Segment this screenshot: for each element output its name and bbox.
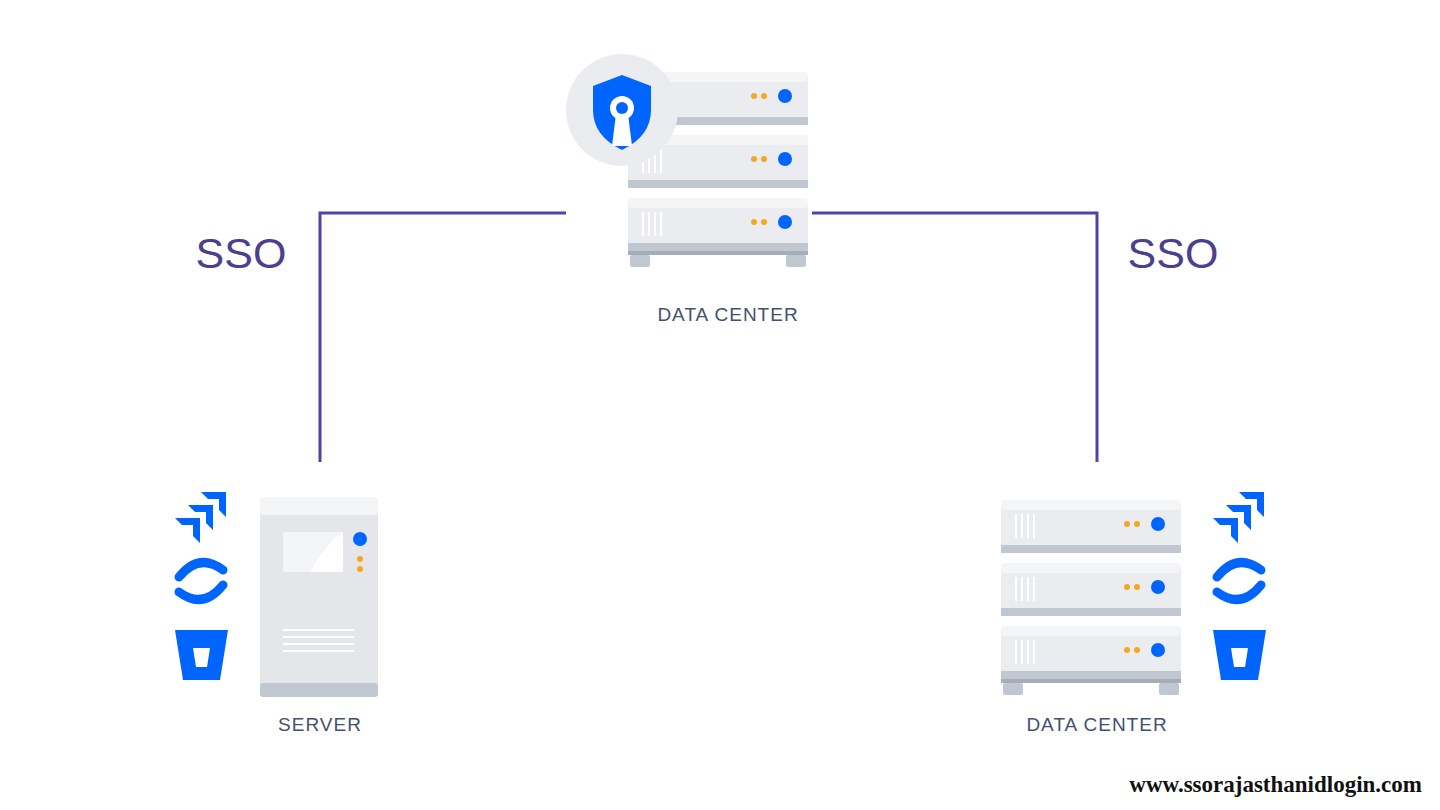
- sso-connector: [320, 213, 566, 462]
- edge-label: SSO: [1128, 229, 1219, 278]
- node-caption: DATA CENTER: [1026, 714, 1167, 736]
- data-center-node: DATA CENTER: [995, 462, 1270, 744]
- node-caption: SERVER: [278, 714, 362, 736]
- edge-label: SSO: [196, 229, 287, 278]
- node-caption: DATA CENTER: [657, 304, 798, 326]
- sso-connector: [812, 213, 1097, 462]
- data-center-node: DATA CENTER: [566, 52, 812, 334]
- server-node: SERVER: [170, 462, 385, 744]
- watermark: www.ssorajasthanidlogin.com: [1129, 772, 1422, 798]
